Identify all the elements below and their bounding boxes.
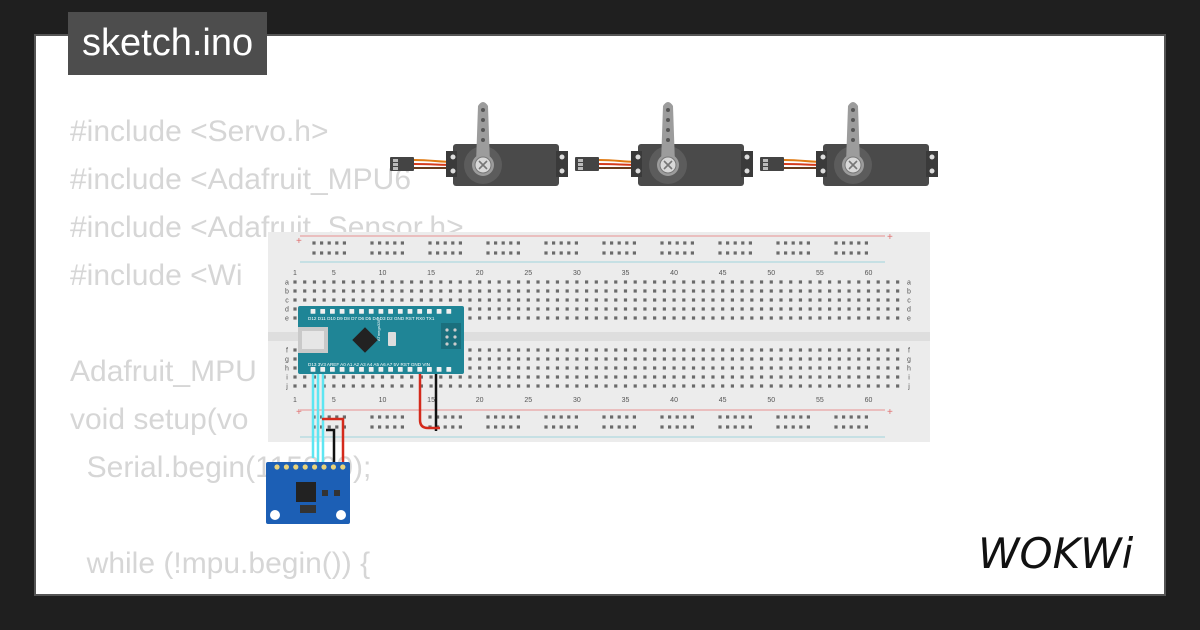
code-line: void setup(vo [70, 403, 249, 436]
column-number: 15 [427, 397, 435, 404]
code-line: #include <Wi [70, 259, 243, 292]
row-letter: i [908, 375, 910, 382]
code-editor-background: #include <Servo.h> #include <Adafruit_MPU… [70, 108, 658, 594]
column-number: 5 [332, 270, 336, 277]
arduino-nano-icon[interactable]: D12 D11 D10 D9 D8 D7 D6 D5 D4 D3 D2 GND … [298, 306, 464, 374]
svg-text:+: + [296, 407, 302, 418]
code-line: Adafruit_MPU [70, 355, 257, 388]
code-line: #include <Adafruit_MPU6 [70, 163, 412, 196]
nano-top-pin-labels: D12 D11 D10 D9 D8 D7 D6 D5 D4 D3 D2 GND … [308, 316, 435, 321]
column-number: 35 [622, 397, 630, 404]
column-number: 15 [427, 270, 435, 277]
svg-text:+: + [887, 407, 893, 418]
column-number: 55 [816, 270, 824, 277]
column-number: 60 [865, 270, 873, 277]
column-number: 10 [379, 270, 387, 277]
mpu6050-module-icon[interactable] [266, 462, 350, 524]
file-tab[interactable]: sketch.ino [68, 12, 268, 75]
row-letter: j [285, 384, 288, 391]
row-letter: f [286, 348, 288, 355]
svg-text:+: + [887, 232, 893, 243]
row-letter: h [285, 366, 289, 373]
nano-chip-label: ATmega328P [376, 317, 381, 341]
servo-motor-icon[interactable] [759, 101, 939, 187]
column-number: 45 [719, 270, 727, 277]
column-number: 20 [476, 270, 484, 277]
column-number: 50 [767, 397, 775, 404]
column-number: 35 [622, 270, 630, 277]
row-letter: c [285, 298, 289, 305]
logo-text: WOKWi [978, 529, 1134, 576]
column-number: 40 [670, 270, 678, 277]
row-letter: e [285, 316, 289, 323]
row-letter: e [907, 316, 911, 323]
row-letter: j [907, 384, 910, 391]
column-number: 55 [816, 397, 824, 404]
row-letter: a [907, 280, 911, 287]
svg-text:+: + [296, 236, 302, 247]
column-number: 60 [865, 397, 873, 404]
column-number: 20 [476, 397, 484, 404]
row-letter: c [907, 298, 911, 305]
row-letter: b [907, 289, 911, 296]
row-letter: g [285, 357, 289, 364]
servo-motor-icon[interactable] [389, 101, 569, 187]
code-line: #include <Servo.h> [70, 115, 329, 148]
column-number: 10 [379, 397, 387, 404]
nano-bottom-pin-labels: D13 3V3 AREF A0 A1 A2 A3 A4 A5 A6 A7 5V … [308, 362, 430, 367]
wokwi-logo-icon: WOKWi [978, 529, 1134, 576]
row-letter: g [907, 357, 911, 364]
row-letter: b [285, 289, 289, 296]
row-letter: f [908, 348, 910, 355]
column-number: 25 [524, 270, 532, 277]
column-number: 45 [719, 397, 727, 404]
column-number: 1 [293, 397, 297, 404]
column-number: 40 [670, 397, 678, 404]
column-number: 30 [573, 397, 581, 404]
column-number: 30 [573, 270, 581, 277]
code-line: while (!mpu.begin()) { [70, 547, 371, 580]
column-number: 25 [524, 397, 532, 404]
column-number: 1 [293, 270, 297, 277]
row-letter: h [907, 366, 911, 373]
row-letter: a [285, 280, 289, 287]
preview-card: #include <Servo.h> #include <Adafruit_MPU… [34, 34, 1166, 596]
row-letter: d [285, 307, 289, 314]
column-number: 50 [767, 270, 775, 277]
wires [311, 367, 440, 462]
column-number: 5 [332, 397, 336, 404]
row-letter: i [286, 375, 288, 382]
servo-motor-icon[interactable] [574, 101, 754, 187]
row-letter: d [907, 307, 911, 314]
